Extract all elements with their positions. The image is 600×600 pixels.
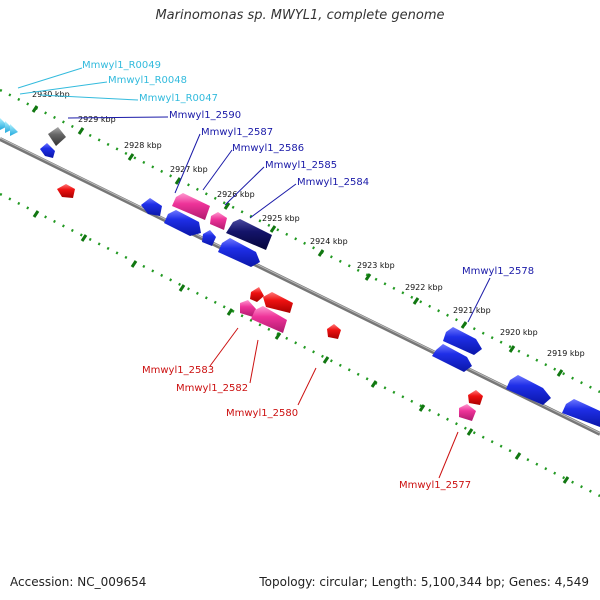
cds-red-3[interactable] <box>263 292 293 313</box>
cds-blue-right-2[interactable] <box>562 399 600 427</box>
cds-blue-2[interactable] <box>141 198 162 216</box>
kbp-tick-2928: 2928 kbp <box>124 141 162 150</box>
inner-major-ticks <box>32 210 570 484</box>
kbp-tick-2929: 2929 kbp <box>78 115 116 124</box>
cds-blue-small-1[interactable] <box>40 143 55 158</box>
cds-blue-3[interactable] <box>164 210 201 236</box>
kbp-tick-2927: 2927 kbp <box>170 165 208 174</box>
cds-blue-right-1[interactable] <box>506 375 551 405</box>
kbp-tick-2930: 2930 kbp <box>32 90 70 99</box>
leader-r0047 <box>39 94 139 101</box>
leader-2578 <box>467 277 491 323</box>
label-2583: Mmwyl1_2583 <box>142 365 214 376</box>
cds-2587[interactable] <box>172 193 210 220</box>
leader-2577 <box>438 431 459 479</box>
cds-blue-5[interactable] <box>218 238 260 267</box>
label-2590: Mmwyl1_2590 <box>169 110 241 121</box>
kbp-tick-2922: 2922 kbp <box>405 283 443 292</box>
cds-pink-2577[interactable] <box>459 404 476 421</box>
cds-red-2577[interactable] <box>468 390 483 405</box>
label-2587: Mmwyl1_2587 <box>201 127 273 138</box>
genome-summary-text: Topology: circular; Length: 5,100,344 bp… <box>259 575 589 589</box>
leader-2586 <box>202 149 233 191</box>
leader-2583 <box>209 327 239 367</box>
kbp-tick-2920: 2920 kbp <box>500 328 538 337</box>
kbp-tick-2925: 2925 kbp <box>262 214 300 223</box>
inner-tick-ring <box>0 192 600 498</box>
leader-2590 <box>67 116 169 119</box>
outer-major-ticks <box>31 105 564 377</box>
label-2582: Mmwyl1_2582 <box>176 383 248 394</box>
label-2580: Mmwyl1_2580 <box>226 408 298 419</box>
genome-title: Marinomonas sp. MWYL1, complete genome <box>155 8 445 23</box>
kbp-tick-2924: 2924 kbp <box>310 237 348 246</box>
label-2584: Mmwyl1_2584 <box>297 177 369 188</box>
cds-blue-4[interactable] <box>202 230 216 246</box>
label-2578: Mmwyl1_2578 <box>462 266 534 277</box>
label-r0048: Mmwyl1_R0048 <box>108 75 187 86</box>
leader-2584 <box>249 183 297 219</box>
leader-2580 <box>297 367 317 406</box>
kbp-tick-2923: 2923 kbp <box>357 261 395 270</box>
label-r0047: Mmwyl1_R0047 <box>139 93 218 104</box>
label-2586: Mmwyl1_2586 <box>232 143 304 154</box>
label-2585: Mmwyl1_2585 <box>265 160 337 171</box>
cds-red-2[interactable] <box>250 287 264 302</box>
cds-red-2580[interactable] <box>327 324 341 339</box>
cds-2578-b[interactable] <box>432 344 472 372</box>
leader-2585 <box>224 166 265 206</box>
accession-text: Accession: NC_009654 <box>10 575 147 589</box>
label-2577: Mmwyl1_2577 <box>399 480 471 491</box>
genome-backbone-highlight <box>0 137 600 434</box>
cds-red-small-1[interactable] <box>57 184 75 198</box>
cds-gray[interactable] <box>48 127 66 146</box>
leader-2582 <box>249 339 259 384</box>
kbp-tick-2921: 2921 kbp <box>453 306 491 315</box>
cds-2585[interactable] <box>226 219 272 250</box>
leader-2587 <box>174 133 201 194</box>
kbp-tick-2919: 2919 kbp <box>547 349 585 358</box>
cds-pink-2582[interactable] <box>251 306 287 333</box>
trna-arrows <box>0 118 18 136</box>
leader-r0049 <box>17 67 83 89</box>
label-r0049: Mmwyl1_R0049 <box>82 60 161 71</box>
genome-backbone <box>0 137 600 436</box>
cds-2586[interactable] <box>210 212 227 230</box>
cds-pink-2583[interactable] <box>240 300 256 317</box>
outer-tick-ring <box>0 88 600 394</box>
cds-2578-a[interactable] <box>443 327 482 355</box>
leader-r0048 <box>19 81 108 95</box>
